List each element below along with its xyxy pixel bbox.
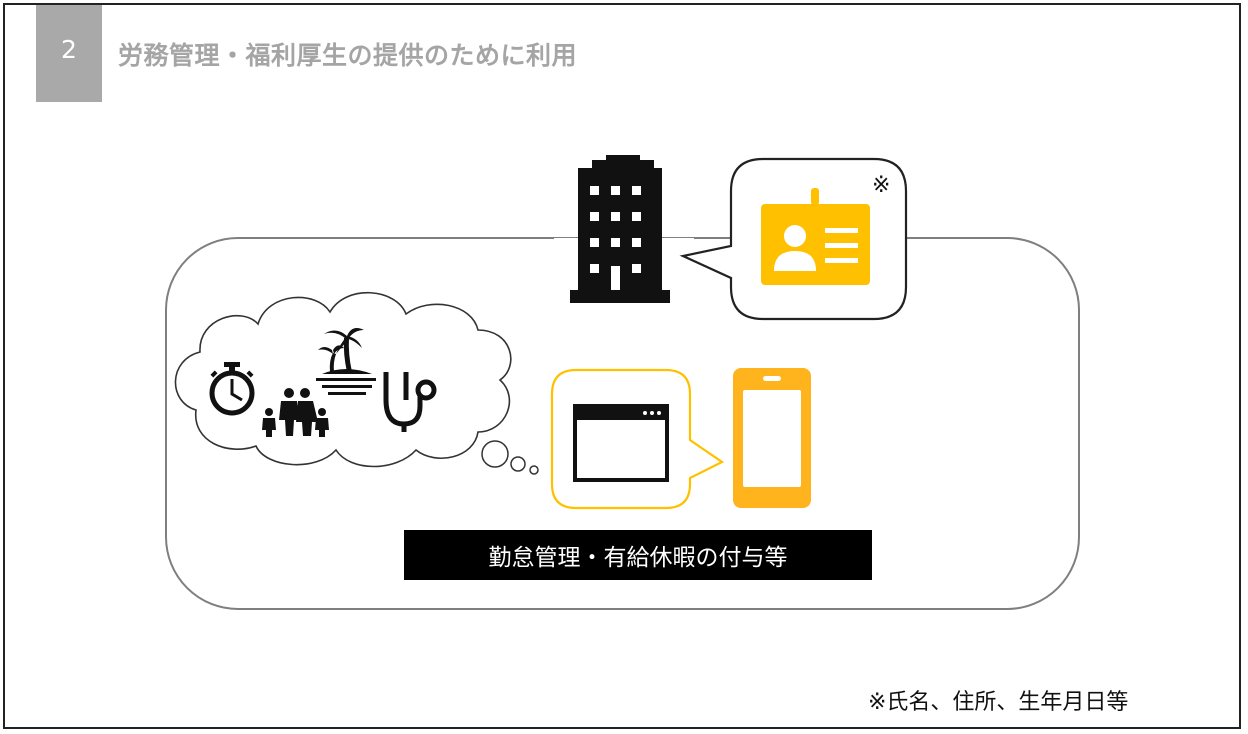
family-icon [262, 388, 329, 437]
stethoscope-icon [383, 372, 437, 432]
id-card-icon [761, 188, 870, 285]
stopwatch-icon [209, 362, 255, 416]
id-card-bubble [679, 157, 908, 321]
smartphone-icon [733, 368, 811, 508]
thought-bubble-large [481, 440, 509, 468]
thought-cloud [174, 291, 539, 475]
browser-window-icon [573, 404, 669, 482]
footnote: ※氏名、住所、生年月日等 [868, 690, 1129, 715]
section-number-badge: 2 [36, 5, 102, 102]
building-icon [554, 155, 694, 303]
caption-box: 勤怠管理・有給休暇の付与等 [404, 530, 872, 580]
thought-bubble-medium [510, 456, 526, 472]
palm-island-icon [316, 328, 376, 395]
page-title: 労務管理・福利厚生の提供のために利用 [118, 41, 578, 70]
section-number: 2 [61, 35, 77, 64]
thought-bubble-small [529, 465, 539, 475]
id-card-note-mark: ※ [872, 173, 891, 198]
browser-window-bubble [550, 368, 725, 510]
caption-text: 勤怠管理・有給休暇の付与等 [488, 545, 788, 571]
